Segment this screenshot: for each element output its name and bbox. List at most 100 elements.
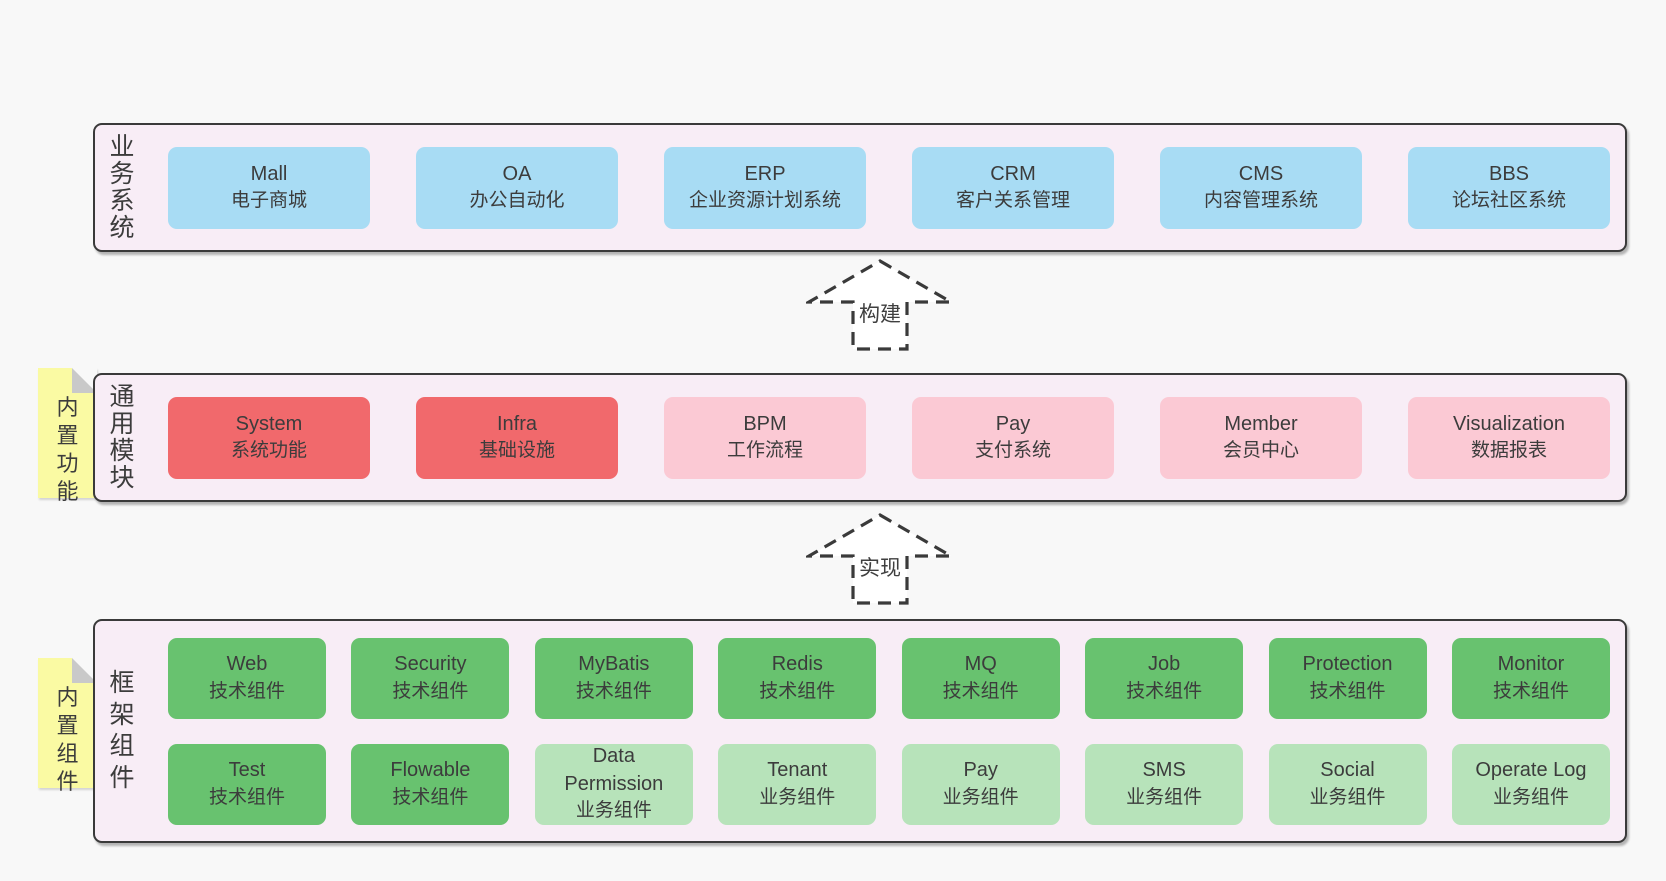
box-pay: Pay 业务组件 bbox=[901, 743, 1060, 825]
box-subtitle-zh: 数据报表 bbox=[1470, 440, 1547, 462]
box-crm: CRM 客户关系管理 bbox=[912, 146, 1114, 229]
box-subtitle-zh: 电子商城 bbox=[230, 190, 307, 212]
box-subtitle-zh: 内容管理系统 bbox=[1203, 190, 1318, 212]
box-title-en: System bbox=[235, 412, 303, 435]
box-row: Mall 电子商城 OA 办公自动化 ERP 企业资源计划系统 CRM 客户关系管理 CMS 内容… bbox=[168, 146, 1610, 229]
box-bbs: BBS 论坛社区系统 bbox=[1408, 146, 1610, 229]
box-subtitle-zh: 技术组件 bbox=[942, 680, 1019, 702]
box-title-en: Operate Log bbox=[1475, 759, 1587, 782]
panel-framework-components: 框架组件 Web 技术组件 Security 技术组件 MyBatis 技术组件 Redis… bbox=[93, 619, 1627, 843]
box-subtitle-zh: 技术组件 bbox=[392, 680, 469, 702]
box-subtitle-zh: 技术组件 bbox=[1492, 680, 1569, 702]
box-title-en: Pay bbox=[995, 412, 1031, 435]
box-subtitle-zh: 技术组件 bbox=[208, 786, 285, 808]
box-title-en: Security bbox=[394, 653, 467, 676]
box-subtitle-zh: 支付系统 bbox=[974, 440, 1051, 462]
box-mybatis: MyBatis 技术组件 bbox=[534, 637, 693, 719]
box-title-en: Infra bbox=[496, 412, 538, 435]
box-subtitle-zh: 业务组件 bbox=[759, 786, 836, 808]
box-subtitle-zh: 技术组件 bbox=[1126, 680, 1203, 702]
box-subtitle-zh: 业务组件 bbox=[942, 786, 1019, 808]
sticky-note-builtin-features: 内置功能 bbox=[38, 368, 97, 504]
box-subtitle-zh: 技术组件 bbox=[392, 786, 469, 808]
box-title-en: Social bbox=[1320, 759, 1375, 782]
box-pay: Pay 支付系统 bbox=[912, 396, 1114, 479]
sticky-note-label: 内置组件 bbox=[56, 685, 79, 795]
box-oa: OA 办公自动化 bbox=[416, 146, 618, 229]
box-title-en: CMS bbox=[1238, 162, 1284, 185]
sticky-note-builtin-components: 内置组件 bbox=[38, 658, 97, 794]
box-title-en: OA bbox=[502, 162, 532, 185]
box-subtitle-zh: 业务组件 bbox=[575, 800, 652, 822]
panel-business-boxes: Mall 电子商城 OA 办公自动化 ERP 企业资源计划系统 CRM 客户关系管理 CMS 内容… bbox=[136, 125, 1625, 250]
box-title-en: Mall bbox=[250, 162, 288, 185]
box-visualization: Visualization 数据报表 bbox=[1408, 396, 1610, 479]
box-subtitle-zh: 业务组件 bbox=[1492, 786, 1569, 808]
box-title-en: Redis bbox=[771, 653, 823, 676]
box-subtitle-zh: 技术组件 bbox=[208, 680, 285, 702]
box-title-en: BBS bbox=[1488, 162, 1530, 185]
box-title-en: Visualization bbox=[1453, 412, 1565, 435]
arrow-build: 构建 bbox=[806, 258, 954, 352]
box-subtitle-zh: 论坛社区系统 bbox=[1451, 190, 1566, 212]
box-title-en: MyBatis bbox=[578, 653, 650, 676]
box-web: Web 技术组件 bbox=[168, 637, 326, 719]
box-cms: CMS 内容管理系统 bbox=[1160, 146, 1362, 229]
arrow-implement: 实现 bbox=[806, 512, 954, 606]
box-title-en: ERP bbox=[744, 162, 786, 185]
box-operate-log: Operate Log 业务组件 bbox=[1451, 743, 1610, 825]
box-title-en: CRM bbox=[990, 162, 1036, 185]
box-security: Security 技术组件 bbox=[351, 637, 510, 719]
box-subtitle-zh: 业务组件 bbox=[1309, 786, 1386, 808]
panel-business-label: 业务系统 bbox=[109, 132, 135, 242]
box-subtitle-zh: 工作流程 bbox=[726, 440, 803, 462]
box-infra: Infra 基础设施 bbox=[416, 396, 618, 479]
box-subtitle-zh: 技术组件 bbox=[1309, 680, 1386, 702]
panel-components-label: 框架组件 bbox=[109, 669, 135, 792]
box-title-en: Tenant bbox=[767, 759, 828, 782]
panel-common-modules: 通用模块 System 系统功能 Infra 基础设施 BPM 工作流程 Pay 支付系统 Me… bbox=[93, 373, 1627, 502]
arrow-implement-label: 实现 bbox=[857, 552, 903, 582]
box-monitor: Monitor 技术组件 bbox=[1451, 637, 1610, 719]
panel-business-systems: 业务系统 Mall 电子商城 OA 办公自动化 ERP 企业资源计划系统 CRM 客户关系管理… bbox=[93, 123, 1627, 252]
arrow-build-label: 构建 bbox=[857, 298, 903, 328]
box-social: Social 业务组件 bbox=[1268, 743, 1427, 825]
box-title-en: Test bbox=[228, 759, 266, 782]
box-mq: MQ 技术组件 bbox=[901, 637, 1060, 719]
box-subtitle-zh: 系统功能 bbox=[230, 440, 307, 462]
box-erp: ERP 企业资源计划系统 bbox=[664, 146, 866, 229]
box-system: System 系统功能 bbox=[168, 396, 370, 479]
box-title-en: Pay bbox=[963, 759, 998, 782]
box-mall: Mall 电子商城 bbox=[168, 146, 370, 229]
box-test: Test 技术组件 bbox=[168, 743, 326, 825]
box-subtitle-zh: 企业资源计划系统 bbox=[688, 190, 841, 212]
panel-modules-label: 通用模块 bbox=[109, 382, 135, 492]
box-subtitle-zh: 会员中心 bbox=[1222, 440, 1299, 462]
box-title-en: MQ bbox=[964, 653, 997, 676]
box-tenant: Tenant 业务组件 bbox=[718, 743, 877, 825]
box-subtitle-zh: 基础设施 bbox=[478, 440, 555, 462]
sticky-note-label: 内置功能 bbox=[56, 395, 79, 505]
box-sms: SMS 业务组件 bbox=[1085, 743, 1244, 825]
box-subtitle-zh: 办公自动化 bbox=[469, 190, 565, 212]
box-title-en: SMS bbox=[1142, 759, 1186, 782]
box-title-en: Protection bbox=[1302, 653, 1393, 676]
box-title-en: BPM bbox=[743, 412, 787, 435]
box-protection: Protection 技术组件 bbox=[1268, 637, 1427, 719]
box-subtitle-zh: 客户关系管理 bbox=[955, 190, 1070, 212]
box-subtitle-zh: 业务组件 bbox=[1126, 786, 1203, 808]
box-subtitle-zh: 技术组件 bbox=[575, 680, 652, 702]
box-title-en: Monitor bbox=[1497, 653, 1565, 676]
box-title-en: Web bbox=[226, 653, 268, 676]
